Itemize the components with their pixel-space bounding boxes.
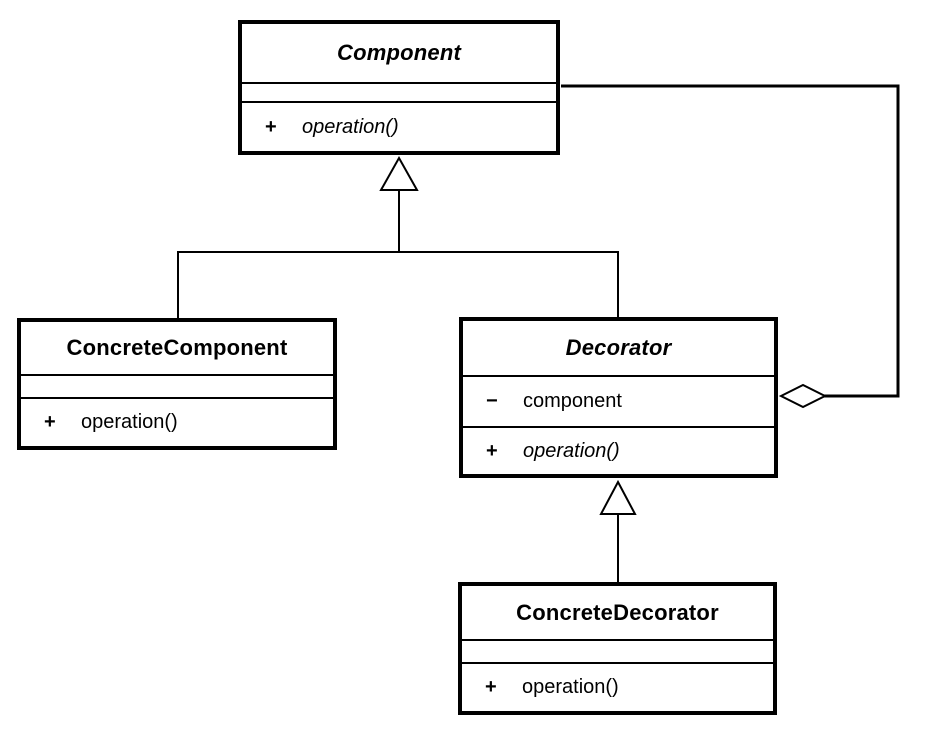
method-row: + operation(): [21, 399, 333, 446]
attribute-name: component: [523, 390, 622, 412]
visibility-symbol: +: [485, 676, 497, 698]
generalization-arrowhead-icon: [379, 155, 419, 191]
methods-compartment: + operation(): [21, 399, 333, 446]
method-row: + operation(): [242, 103, 556, 151]
attributes-compartment: [242, 84, 556, 103]
method-row: + operation(): [463, 428, 774, 474]
class-concrete-decorator: ConcreteDecorator + operation(): [458, 582, 777, 715]
class-decorator: Decorator − component + operation(): [459, 317, 778, 478]
visibility-symbol: +: [265, 115, 277, 138]
aggregation-diamond-icon: [778, 383, 828, 409]
class-name: ConcreteComponent: [21, 322, 333, 376]
class-name: Decorator: [463, 321, 774, 377]
method-signature: operation(): [523, 439, 620, 462]
attributes-compartment: − component: [463, 377, 774, 428]
methods-compartment: + operation(): [463, 428, 774, 474]
class-concrete-component: ConcreteComponent + operation(): [17, 318, 337, 450]
visibility-symbol: +: [44, 411, 56, 433]
class-component: Component + operation(): [238, 20, 560, 155]
class-name: Component: [242, 24, 556, 84]
method-signature: operation(): [81, 411, 178, 433]
attribute-row: − component: [463, 377, 774, 426]
methods-compartment: + operation(): [242, 103, 556, 151]
class-name: ConcreteDecorator: [462, 586, 773, 641]
aggregation-line: [561, 84, 900, 398]
generalization-arrowhead-icon: [599, 479, 637, 515]
attributes-compartment: [21, 376, 333, 399]
method-signature: operation(): [522, 676, 619, 698]
generalization-branch-line: [177, 251, 619, 318]
visibility-symbol: +: [486, 439, 498, 462]
method-row: + operation(): [462, 664, 773, 711]
method-signature: operation(): [302, 115, 399, 138]
methods-compartment: + operation(): [462, 664, 773, 711]
attributes-compartment: [462, 641, 773, 664]
visibility-symbol: −: [486, 390, 498, 412]
